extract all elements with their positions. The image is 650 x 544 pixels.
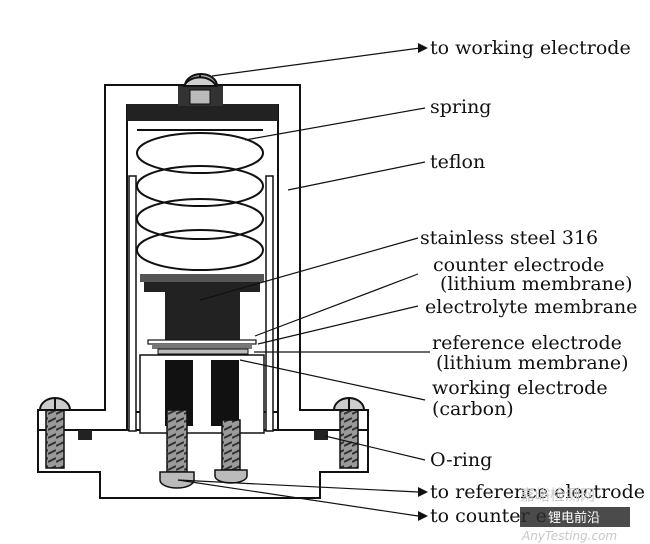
label-to-working-electrode: to working electrode [430, 37, 631, 59]
stainless-steel-plunger [140, 274, 264, 340]
side-screws [38, 397, 366, 469]
watermark-wechat-text: 锂电前沿 [548, 510, 600, 526]
label-working-electrode-sub: (carbon) [432, 398, 514, 420]
leader-lines [177, 47, 430, 517]
top-cap [127, 73, 278, 121]
teflon-body [37, 84, 369, 431]
label-electrolyte-membrane: electrolyte membrane [425, 296, 637, 318]
label-stainless-steel: stainless steel 316 [420, 227, 598, 249]
watermark: 嘉峪检测网 锂电前沿 AnyTesting.com [520, 486, 630, 543]
label-to-counter-electrode: to counter e [430, 505, 547, 527]
label-teflon: teflon [430, 151, 485, 173]
label-o-ring: O-ring [430, 449, 492, 471]
label-spring: spring [430, 96, 491, 118]
watermark-bottom-text: AnyTesting.com [521, 529, 617, 543]
lower-body [139, 354, 265, 434]
label-counter-electrode: counter electrode [433, 254, 604, 276]
label-working-electrode: working electrode [432, 377, 608, 399]
o-rings [78, 430, 328, 440]
arrowheads [418, 43, 428, 521]
label-reference-electrode-sub: (lithium membrane) [436, 352, 629, 374]
label-to-reference-electrode: to reference electrode [430, 481, 645, 503]
spring [136, 129, 264, 271]
label-counter-electrode-sub: (lithium membrane) [440, 273, 633, 295]
watermark-top-text: 嘉峪检测网 [520, 486, 595, 504]
membrane-stack [147, 339, 257, 355]
label-reference-electrode: reference electrode [432, 332, 622, 354]
inner-sleeve [128, 175, 274, 432]
labels: to working electrode spring teflon stain… [420, 37, 645, 527]
